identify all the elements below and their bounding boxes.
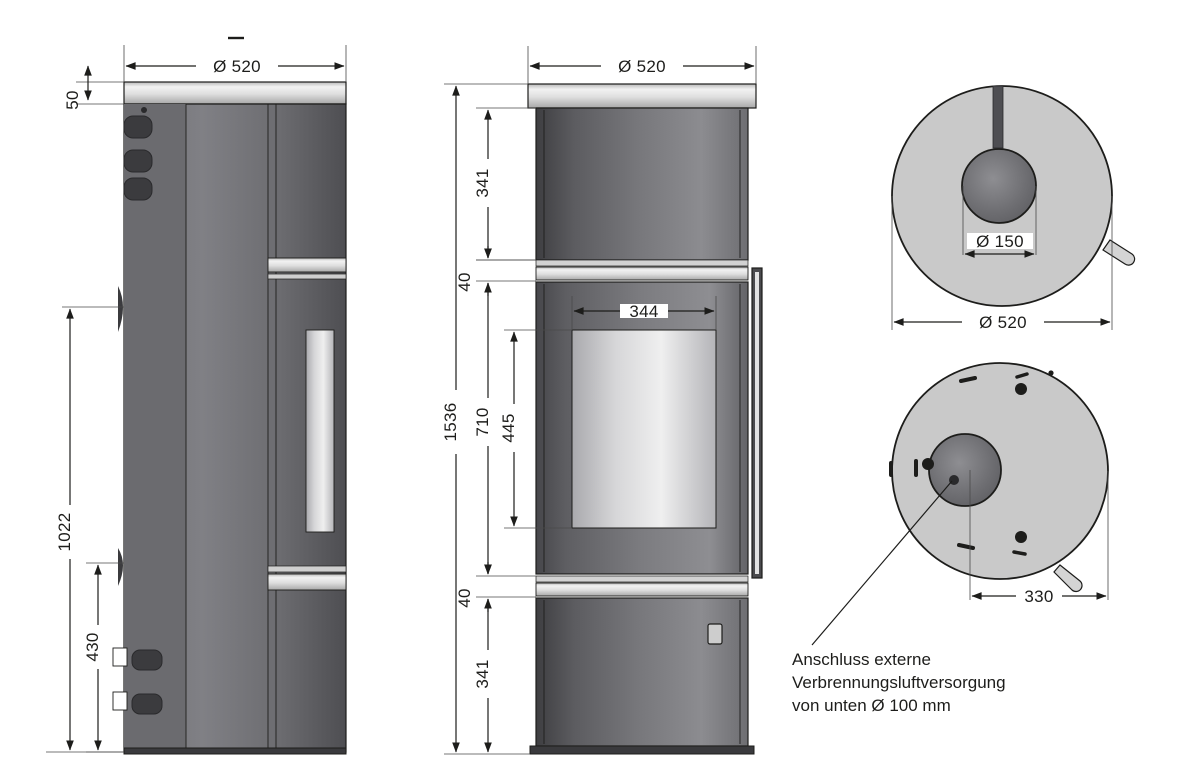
bottom-slot-5 bbox=[957, 543, 975, 550]
side-upper-height-dimension: 1022 bbox=[46, 306, 124, 753]
front-width-dimension: Ø 520 bbox=[527, 46, 757, 84]
side-lower-height-label: 430 bbox=[83, 632, 102, 661]
annotation-line-2: Verbrennungsluftversorgung bbox=[792, 673, 1006, 692]
front-344-text-bg bbox=[620, 304, 668, 318]
side-lower-band-trim bbox=[267, 565, 347, 573]
front-width-label: Ø 520 bbox=[618, 57, 666, 76]
side-width-text-bg bbox=[196, 60, 278, 74]
front-width-text-bg bbox=[601, 59, 683, 73]
bottom-slot-2 bbox=[1015, 372, 1029, 379]
side-lower-height-dimension: 430 bbox=[83, 562, 124, 753]
side-lower-band bbox=[267, 573, 347, 591]
bottom-slot-1 bbox=[959, 376, 977, 383]
bottom-air-inlet bbox=[928, 433, 1002, 507]
annotation-line-3: von unten Ø 100 mm bbox=[792, 696, 951, 715]
bottom-air-offset-dimension: 330 bbox=[971, 471, 1109, 606]
front-lower-section-label: 341 bbox=[473, 659, 492, 688]
bottom-leg bbox=[1053, 564, 1083, 593]
side-vent-slot-3 bbox=[123, 177, 153, 201]
top-outer-diameter-label: Ø 520 bbox=[979, 313, 1027, 332]
bottom-hole-2 bbox=[1048, 370, 1054, 376]
front-top-plate-shape bbox=[527, 83, 757, 109]
front-lower-band-trim bbox=[535, 575, 749, 583]
top-150-text-bg bbox=[967, 233, 1033, 249]
top-flue-diameter-label: Ø 150 bbox=[976, 232, 1024, 251]
front-lower-band-label: 40 bbox=[455, 588, 474, 608]
front-341a-text-bg bbox=[479, 159, 497, 207]
bottom-air-offset-label: 330 bbox=[1024, 587, 1053, 606]
front-ash-door-latch bbox=[707, 623, 723, 645]
front-lower-band bbox=[535, 582, 749, 597]
bottom-hole-1 bbox=[1015, 383, 1027, 395]
front-glass-width-dimension: 344 bbox=[571, 296, 717, 330]
front-glass-pane bbox=[571, 329, 717, 529]
bottom-slot-6 bbox=[1012, 550, 1027, 556]
side-handle-bulge-upper bbox=[118, 286, 123, 332]
side-top-plate-shape bbox=[123, 81, 347, 105]
side-top-plate-dimension: 50 bbox=[63, 65, 124, 110]
side-width-dimension: Ø 520 bbox=[123, 36, 347, 82]
bottom-view bbox=[889, 362, 1109, 600]
top-flue-diameter-dimension: Ø 150 bbox=[962, 186, 1037, 258]
front-total-height-dimension: 1536 bbox=[441, 83, 530, 755]
bottom-hole-3 bbox=[922, 458, 934, 470]
side-vent-slot-5 bbox=[131, 693, 163, 715]
side-notch-2 bbox=[112, 691, 128, 711]
side-430-text-bg bbox=[88, 625, 104, 669]
front-1536-text-bg bbox=[446, 390, 464, 454]
side-elevation-view bbox=[112, 81, 347, 755]
front-445-text-bg bbox=[505, 404, 523, 452]
front-upper-band-dimension: 40 bbox=[455, 246, 536, 296]
side-front-curve bbox=[124, 104, 186, 752]
front-middle-section-dimension: 710 bbox=[473, 283, 497, 575]
bottom-330-text-bg bbox=[1016, 589, 1062, 603]
side-glass-strip bbox=[305, 329, 335, 533]
front-upper-band-label: 40 bbox=[455, 272, 474, 292]
side-base bbox=[123, 747, 347, 755]
front-total-height-label: 1536 bbox=[441, 402, 460, 441]
front-lower-band-dimension: 40 bbox=[455, 562, 536, 612]
front-upper-band bbox=[535, 266, 749, 281]
front-341b-text-bg bbox=[479, 650, 497, 698]
annotation-leader-line bbox=[811, 480, 953, 646]
top-520-text-bg bbox=[962, 315, 1044, 329]
side-top-plate-label: 50 bbox=[63, 90, 82, 110]
side-screw-dot bbox=[141, 107, 147, 113]
side-upper-height-label: 1022 bbox=[55, 512, 74, 551]
top-leg bbox=[1102, 239, 1136, 266]
side-width-label: Ø 520 bbox=[213, 57, 261, 76]
bottom-hole-4 bbox=[1015, 531, 1027, 543]
side-notch-1 bbox=[112, 647, 128, 667]
front-middle-section-label: 710 bbox=[473, 407, 492, 436]
external-air-annotation: Anschluss externe Verbrennungsluftversor… bbox=[792, 480, 1006, 715]
annotation-line-1: Anschluss externe bbox=[792, 650, 931, 669]
front-lower-section-shape bbox=[535, 597, 749, 747]
side-vent-slot-1 bbox=[123, 115, 153, 139]
top-outer-diameter-dimension: Ø 520 bbox=[891, 196, 1113, 332]
side-handle-bulge-lower bbox=[118, 548, 123, 586]
front-lower-section-dimension: 341 bbox=[473, 599, 497, 753]
front-upper-section-shape bbox=[535, 107, 749, 261]
side-1022-text-bg bbox=[60, 505, 76, 559]
front-upper-section-dimension: 341 bbox=[473, 107, 536, 261]
side-vent-slot-2 bbox=[123, 149, 153, 173]
front-elevation-view bbox=[527, 83, 763, 755]
side-vent-slot-4 bbox=[131, 649, 163, 671]
side-upper-band-trim bbox=[267, 273, 347, 280]
side-upper-band bbox=[267, 257, 347, 273]
top-flue-pipe bbox=[992, 85, 1004, 149]
front-glass-height-dimension: 445 bbox=[499, 329, 572, 529]
front-door-handle-highlight bbox=[755, 272, 759, 574]
top-flue-opening bbox=[961, 148, 1037, 224]
front-glass-height-label: 445 bbox=[499, 413, 518, 442]
front-base bbox=[529, 745, 755, 755]
top-view bbox=[891, 85, 1136, 307]
front-710-text-bg bbox=[479, 398, 497, 446]
front-upper-band-trim bbox=[535, 259, 749, 267]
front-upper-section-label: 341 bbox=[473, 168, 492, 197]
front-glass-width-label: 344 bbox=[629, 302, 658, 321]
